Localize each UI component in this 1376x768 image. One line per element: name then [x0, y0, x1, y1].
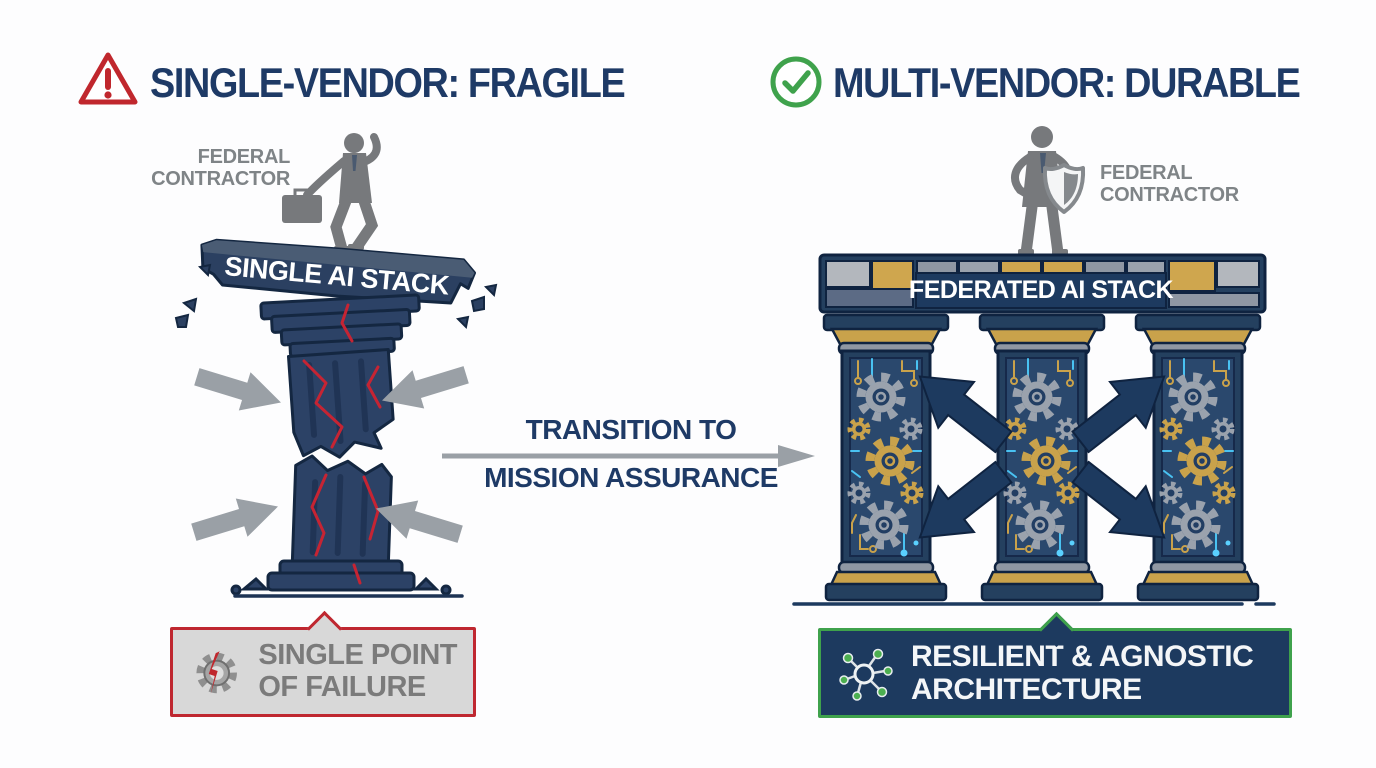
- transition-line2: MISSION ASSURANCE: [484, 462, 778, 493]
- businessman-briefcase-figure: [282, 133, 381, 255]
- resilient-architecture-box: RESILIENT & AGNOSTIC ARCHITECTURE: [818, 611, 1292, 718]
- single-vendor-illustration: SINGLE AI STACK: [174, 133, 498, 598]
- resilient-box-line1: RESILIENT & AGNOSTIC: [911, 640, 1254, 673]
- businessman-shield-figure: [1011, 126, 1086, 259]
- right-panel-title: MULTI-VENDOR: DURABLE: [833, 59, 1301, 106]
- right-contractor-label: FEDERAL CONTRACTOR: [1100, 162, 1270, 207]
- left-panel-title: SINGLE-VENDOR: FRAGILE: [150, 59, 626, 106]
- right-contractor-line2: CONTRACTOR: [1100, 184, 1239, 207]
- multi-vendor-illustration: FEDERATED AI STACK: [792, 126, 1276, 606]
- column-capital: [259, 293, 421, 358]
- transition-line1: TRANSITION TO: [525, 414, 737, 445]
- debris-fragments: [174, 263, 498, 330]
- crack-lines: [302, 303, 382, 585]
- failure-box-line1: SINGLE POINT: [258, 639, 457, 672]
- check-circle-icon: [770, 56, 822, 108]
- failure-box-line2: OF FAILURE: [258, 671, 426, 703]
- shield-icon: [1042, 163, 1086, 214]
- broken-gear-icon: [196, 651, 237, 694]
- column-base: [230, 559, 452, 596]
- left-contractor-line1: FEDERAL: [197, 146, 291, 168]
- transition-arrow-icon: [442, 445, 815, 467]
- left-contractor-line2: CONTRACTOR: [151, 168, 290, 191]
- pillar-left: [824, 315, 948, 600]
- single-point-of-failure-box: SINGLE POINT OF FAILURE: [170, 610, 476, 717]
- failure-box-text: SINGLE POINT OF FAILURE: [258, 639, 457, 704]
- warning-icon: [78, 52, 138, 105]
- stress-arrow-icon: [190, 357, 287, 422]
- single-stack-slab: SINGLE AI STACK: [200, 238, 477, 305]
- federated-stack-banner: FEDERATED AI STACK: [818, 253, 1267, 314]
- stress-arrow-icon: [187, 487, 284, 552]
- federated-stack-label: FEDERATED AI STACK: [909, 276, 1174, 304]
- right-contractor-line1: FEDERAL: [1100, 162, 1193, 184]
- pillar-center: [980, 315, 1104, 600]
- resilient-box-line2: ARCHITECTURE: [911, 673, 1142, 706]
- pillar-right: [1136, 315, 1260, 600]
- left-contractor-label: FEDERAL CONTRACTOR: [140, 146, 290, 191]
- resilient-box-text: RESILIENT & AGNOSTIC ARCHITECTURE: [911, 640, 1254, 706]
- network-hub-icon: [839, 648, 893, 701]
- briefcase-icon: [282, 195, 322, 223]
